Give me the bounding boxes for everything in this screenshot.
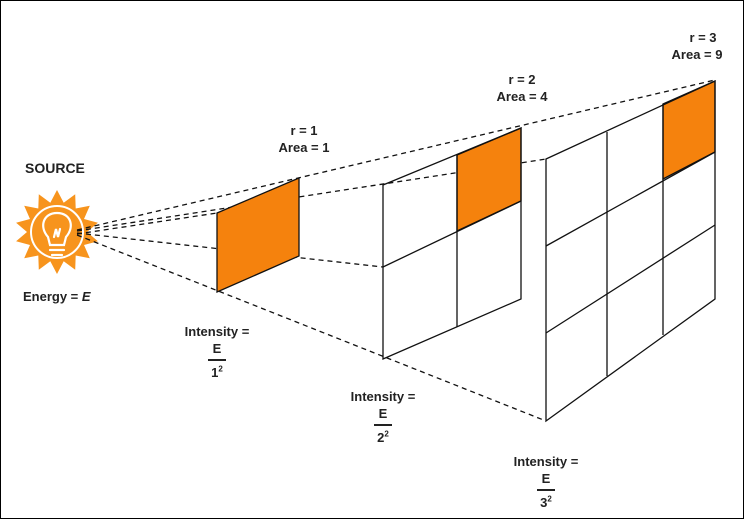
panel-r1-area xyxy=(216,177,300,293)
fraction-denominator: 22 xyxy=(377,429,389,445)
panel-r2-intensity: Intensity = E 22 xyxy=(333,388,433,446)
intensity-fraction: E 32 xyxy=(537,470,555,511)
panel-r1-radius: r = 1 xyxy=(290,123,318,138)
panel-r3-radius: r = 3 xyxy=(689,30,717,45)
source-title: SOURCE xyxy=(25,160,85,176)
panel-r2-radius: r = 2 xyxy=(508,72,536,87)
fraction-numerator: E xyxy=(212,341,222,356)
fraction-numerator: E xyxy=(541,471,551,486)
intensity-label: Intensity = xyxy=(184,324,250,339)
panel-r2-area-label: Area = 4 xyxy=(496,89,548,104)
panel-r1 xyxy=(216,177,300,293)
panel-r3 xyxy=(545,79,716,423)
energy-symbol: E xyxy=(81,289,91,304)
panel-r1-area-label: Area = 1 xyxy=(278,140,330,155)
fraction-numerator: E xyxy=(378,406,388,421)
energy-label-text: Energy = xyxy=(23,289,82,304)
fraction-denominator: 32 xyxy=(540,494,552,510)
light-bulb-icon xyxy=(42,211,72,257)
panel-r2-highlight xyxy=(456,127,522,233)
fraction-bar xyxy=(208,359,226,361)
panel-r2 xyxy=(382,127,522,360)
panel-r1-intensity: Intensity = E 12 xyxy=(167,323,267,381)
intensity-label: Intensity = xyxy=(513,454,579,469)
fraction-bar xyxy=(537,489,555,491)
intensity-fraction: E 22 xyxy=(374,405,392,446)
fraction-bar xyxy=(374,424,392,426)
panel-r3-highlight xyxy=(662,80,716,181)
intensity-fraction: E 12 xyxy=(208,340,226,381)
intensity-label: Intensity = xyxy=(350,389,416,404)
energy-label: Energy = E xyxy=(23,288,91,305)
fraction-denominator: 12 xyxy=(211,364,223,380)
panel-r3-area-label: Area = 9 xyxy=(671,47,723,62)
panel-r3-intensity: Intensity = E 32 xyxy=(496,453,596,511)
